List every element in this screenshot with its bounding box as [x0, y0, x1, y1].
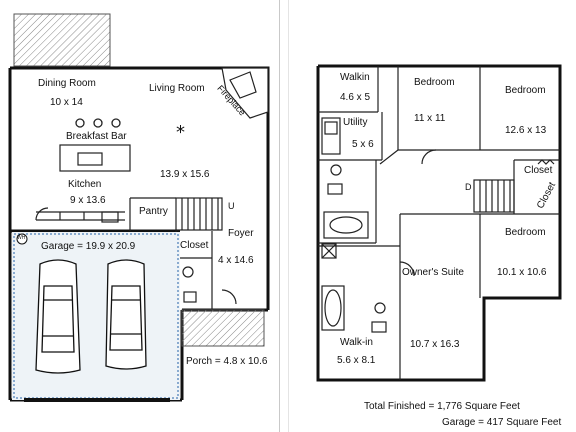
car-right	[105, 259, 147, 370]
pantry-label: Pantry	[139, 206, 168, 217]
porch-hatch	[181, 309, 265, 347]
water-heater-icon	[16, 233, 28, 245]
first-floor-interior	[35, 67, 269, 310]
bedroom-lower-size: 10.1 x 10.6	[497, 267, 547, 278]
garage-total-text: Garage = 417 Square Feet	[442, 417, 562, 428]
garage-label: Garage = 19.9 x 20.9	[41, 241, 136, 252]
window-marks	[316, 64, 562, 382]
stair-up-mark: U	[228, 201, 235, 211]
car-left	[35, 259, 81, 374]
stair-down-mark: D	[465, 182, 472, 192]
utility-size: 5 x 6	[352, 139, 374, 150]
page-divider	[279, 0, 280, 432]
breakfast-bar-label: Breakfast Bar	[66, 131, 127, 142]
second-floor-walls	[316, 64, 562, 382]
living-room-label: Living Room	[149, 83, 205, 94]
walkin-top-size: 4.6 x 5	[340, 92, 371, 103]
kitchen-size: 9 x 13.6	[70, 195, 106, 206]
bedroom-mid-size: 11 x 11	[414, 113, 446, 124]
deck-hatch	[13, 13, 111, 67]
walkin-bottom-label: Walk-in	[340, 337, 373, 348]
water-heater-label: WH	[17, 235, 26, 241]
bedroom-mid-label: Bedroom	[414, 77, 455, 88]
dining-room-label: Dining Room	[38, 78, 96, 89]
second-floor-interior	[318, 66, 560, 380]
owners-suite-label: Owner's Suite	[402, 267, 464, 278]
foyer-size: 4 x 14.6	[218, 255, 254, 266]
owners-suite-size: 10.7 x 16.3	[410, 339, 460, 350]
closet-label: Closet	[180, 240, 209, 251]
bedroom-right-size: 12.6 x 13	[505, 125, 547, 136]
asterisk-marker: *	[176, 122, 185, 143]
bedroom-right-label: Bedroom	[505, 85, 546, 96]
page-divider-secondary	[288, 0, 289, 432]
walkin-bottom-size: 5.6 x 8.1	[337, 355, 376, 366]
living-room-size: 13.9 x 15.6	[160, 169, 210, 180]
dining-room-size: 10 x 14	[50, 97, 83, 108]
utility-label: Utility	[343, 117, 368, 128]
stove-burners	[75, 118, 121, 128]
foyer-label: Foyer	[228, 228, 254, 239]
bedroom-lower-label: Bedroom	[505, 227, 546, 238]
closet-a-label: Closet	[524, 165, 553, 176]
total-finished-text: Total Finished = 1,776 Square Feet	[364, 401, 520, 412]
porch-label: Porch = 4.8 x 10.6	[186, 356, 268, 367]
kitchen-label: Kitchen	[68, 179, 102, 190]
walkin-top-label: Walkin	[340, 72, 370, 83]
garage-area	[12, 232, 180, 402]
